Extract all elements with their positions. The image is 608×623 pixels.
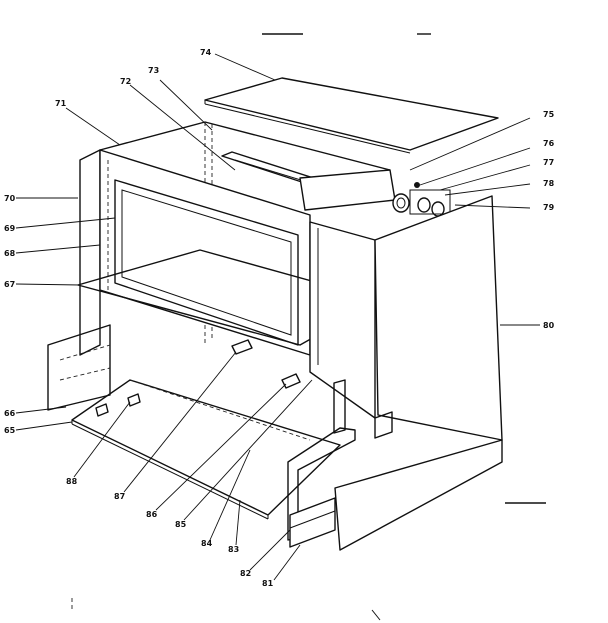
left-side-panel [79, 149, 101, 356]
right-panel-front [334, 439, 503, 551]
callout-82: 82 [240, 569, 251, 578]
callout-69: 69 [4, 224, 16, 233]
callout-80: 80 [543, 321, 555, 330]
callout-70: 70 [4, 194, 16, 203]
callout-83: 83 [228, 545, 239, 554]
door-window-inner [121, 189, 292, 336]
left-lower-detail-2 [59, 367, 111, 381]
knob-housing [409, 189, 451, 215]
callout-75: 75 [543, 110, 555, 119]
corner-mark [371, 609, 381, 621]
callout-74: 74 [200, 48, 212, 57]
callout-85: 85 [175, 520, 187, 529]
bottom-tray [71, 379, 341, 516]
bottom-tray-lower [71, 423, 269, 520]
kick-plate [289, 497, 336, 548]
clip-87 [231, 339, 253, 355]
callout-78: 78 [543, 179, 555, 188]
callout-84: 84 [201, 539, 213, 548]
leader-lines [15, 53, 540, 581]
right-panel-lower-notch [374, 411, 393, 439]
callout-71: 71 [55, 99, 67, 108]
callout-88: 88 [66, 477, 78, 486]
clip-88 [127, 393, 141, 407]
knob-indicator [414, 182, 420, 188]
left-lower-detail [59, 344, 111, 361]
callout-labels: 74 73 72 71 75 76 77 78 79 70 69 68 67 8… [4, 48, 555, 588]
callout-66: 66 [4, 409, 16, 418]
clip-86 [281, 373, 301, 389]
knob-small-1 [417, 197, 431, 213]
lower-frame-channel [333, 379, 346, 434]
control-knobs [392, 182, 451, 217]
knob-large-inner [396, 197, 406, 209]
top-panel-edge-front [204, 103, 411, 154]
tray-hidden-line [129, 379, 311, 441]
callout-77: 77 [543, 158, 554, 167]
callout-81: 81 [262, 579, 274, 588]
top-panel [204, 77, 499, 151]
callout-87: 87 [114, 492, 125, 501]
clip-85 [95, 403, 109, 417]
kick-plate-line [289, 510, 336, 529]
callout-79: 79 [543, 203, 555, 212]
callout-65: 65 [4, 426, 16, 435]
callout-72: 72 [120, 77, 131, 86]
callout-68: 68 [4, 249, 16, 258]
front-frame-post [309, 221, 376, 419]
callout-76: 76 [543, 139, 555, 148]
callout-67: 67 [4, 280, 15, 289]
rear-console [299, 169, 396, 211]
callout-73: 73 [148, 66, 159, 75]
right-side-panel [374, 195, 503, 441]
left-side-lower [47, 324, 111, 411]
callout-86: 86 [146, 510, 158, 519]
knob-large [392, 193, 410, 213]
